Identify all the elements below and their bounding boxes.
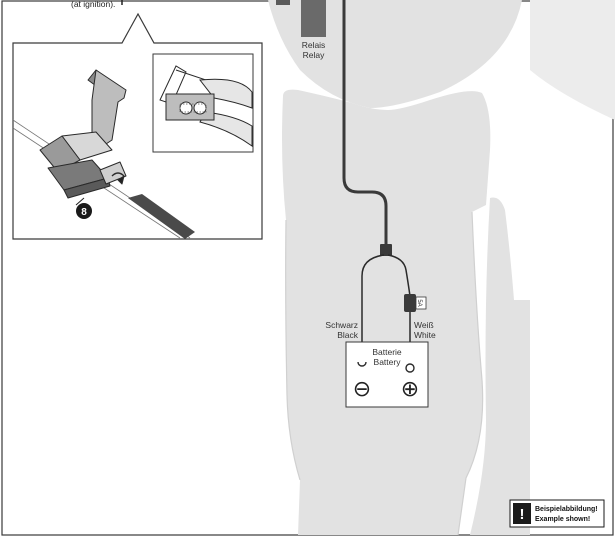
relay-label-en: Relay <box>303 50 325 60</box>
battery-label-en: Battery <box>374 357 402 367</box>
step-badge-circle <box>76 203 92 219</box>
warning-icon: ! <box>520 506 525 523</box>
fuse-body <box>404 294 416 312</box>
notice-text-en: Example shown! <box>535 516 590 523</box>
rear-fender-shape <box>470 197 530 535</box>
white-wire-label-de: Weiß <box>414 320 434 330</box>
positive-terminal-icon: ⊕ <box>401 377 419 402</box>
cable-splice <box>380 244 392 256</box>
motorcycle-silhouette <box>268 0 615 535</box>
black-wire <box>361 254 385 360</box>
relay-connector <box>276 0 290 5</box>
white-wire <box>387 254 411 297</box>
white-wire-label-en: White <box>414 330 436 340</box>
relay: Relais Relay <box>276 0 326 60</box>
callout-text: (at ignition). <box>71 0 115 9</box>
inset-pliers-upper <box>199 78 253 109</box>
negative-terminal-icon: ⊖ <box>353 377 371 402</box>
negative-terminal-ring <box>357 361 367 367</box>
notice-text-de: Beispielabbildung! <box>535 506 598 513</box>
notice-icon-bg <box>513 503 531 524</box>
black-wire-label-de: Schwarz <box>325 320 358 330</box>
detail-connector-clip <box>39 69 127 199</box>
battery-box <box>345 341 429 408</box>
relay-box <box>301 0 326 37</box>
fuse-holder: 5A <box>404 294 427 312</box>
seat-left-edge-line <box>285 219 301 481</box>
detail-callout: (at ignition). 8 <box>12 0 263 240</box>
frame-corner-shape <box>530 0 615 120</box>
step-badge: 8 <box>75 197 92 219</box>
main-cable <box>342 0 388 246</box>
detail-wire-insulation <box>128 194 195 239</box>
fuse-cap <box>415 296 427 310</box>
silhouette-outlines <box>285 211 484 536</box>
relay-label-de: Relais <box>302 40 326 50</box>
example-notice: ! Beispielabbildung! Example shown! <box>509 499 605 528</box>
seat-body-shape <box>282 89 491 535</box>
battery-label-de: Batterie <box>372 347 402 357</box>
positive-terminal-ring <box>405 363 415 373</box>
tank-shape <box>268 0 522 108</box>
inset-view <box>152 53 254 153</box>
fuse-rating: 5A <box>416 299 422 306</box>
step-number: 8 <box>81 207 87 218</box>
battery: Batterie Battery ⊖ ⊕ <box>345 341 429 408</box>
black-wire-label-en: Black <box>337 330 359 340</box>
seat-edge-line <box>457 211 484 536</box>
